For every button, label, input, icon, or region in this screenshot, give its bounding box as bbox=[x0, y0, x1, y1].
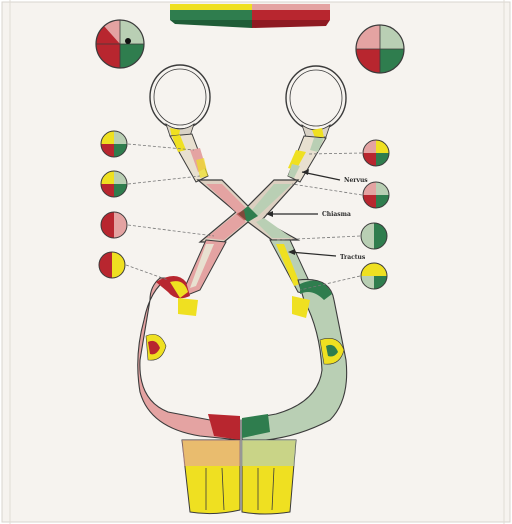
left-field-disc-1 bbox=[101, 131, 127, 157]
left-field-disc-3 bbox=[101, 212, 127, 238]
right-occipital-cortex bbox=[242, 440, 296, 514]
top-visual-field-band bbox=[170, 4, 330, 28]
tract-label: Tractus bbox=[340, 254, 366, 261]
left-visual-field-disc bbox=[96, 20, 144, 68]
right-field-disc-2 bbox=[363, 182, 389, 208]
left-field-disc-4 bbox=[99, 252, 125, 278]
nerve-label: Nervus bbox=[344, 177, 368, 184]
left-field-disc-2 bbox=[101, 171, 127, 197]
right-visual-field-disc bbox=[356, 25, 404, 73]
left-occipital-cortex bbox=[182, 440, 240, 514]
right-field-disc-1 bbox=[363, 140, 389, 166]
right-field-disc-3 bbox=[361, 223, 387, 249]
chiasm-label: Chiasma bbox=[322, 211, 351, 218]
right-field-disc-4 bbox=[361, 263, 387, 289]
